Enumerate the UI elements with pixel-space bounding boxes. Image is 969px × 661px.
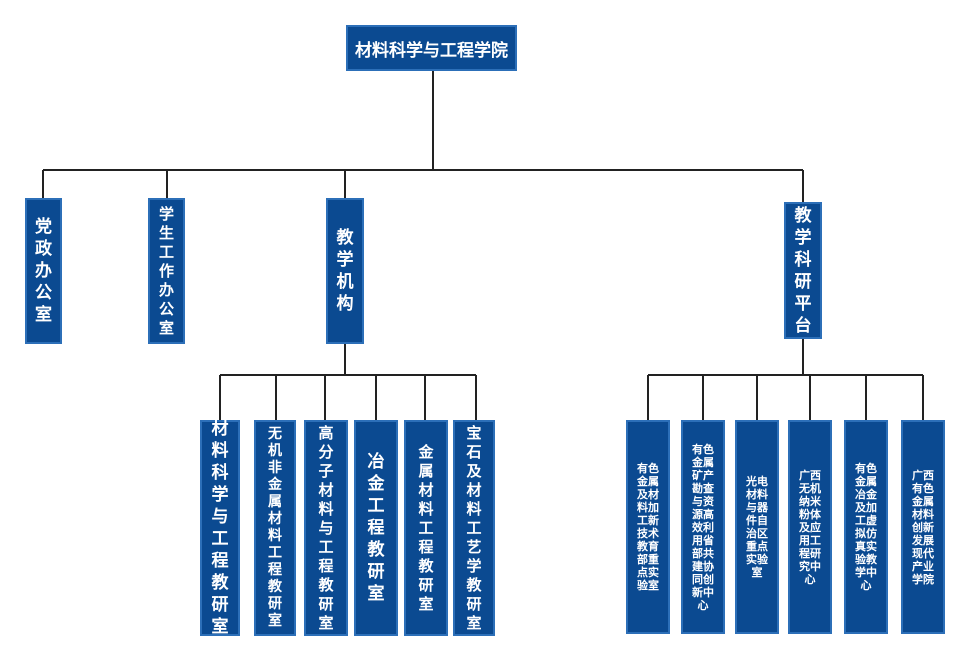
node-teaching-unit: 宝石及材料工艺学教研室 xyxy=(453,420,495,636)
node-label: 教学机构 xyxy=(336,228,354,314)
node-label: 广西无机纳米粉体及应用工程研究中心 xyxy=(799,468,821,586)
node-teaching-unit: 无机非金属材料工程教研室 xyxy=(254,420,296,636)
node-teaching-unit: 材料科学与工程教研室 xyxy=(200,419,240,637)
node-label: 材料科学与工程教研室 xyxy=(211,419,229,637)
node-research-unit: 广西无机纳米粉体及应用工程研究中心 xyxy=(788,420,832,634)
node-teaching-unit: 金属材料工程教研室 xyxy=(404,420,448,636)
node-label: 金属材料工程教研室 xyxy=(418,442,434,613)
node-research: 教学科研平台 xyxy=(784,202,822,339)
node-label: 无机非金属材料工程教研室 xyxy=(267,426,282,629)
node-label: 有色金属及材料加工新技术教育部重点实验室 xyxy=(637,462,659,592)
node-teaching: 教学机构 xyxy=(326,198,364,344)
node-party-office: 党政办公室 xyxy=(25,198,62,344)
node-label: 党政办公室 xyxy=(35,217,52,325)
node-label: 宝石及材料工艺学教研室 xyxy=(466,423,482,632)
node-label: 光电材料与器件自治区重点实验室 xyxy=(746,475,768,579)
node-root: 材料科学与工程学院 xyxy=(346,25,517,71)
node-teaching-unit: 高分子材料与工程教研室 xyxy=(304,420,348,636)
node-label: 有色金属矿产勘查与资源高效利用省部共建协同创新中心 xyxy=(692,442,714,612)
node-label: 教学科研平台 xyxy=(794,205,812,336)
node-root-label: 材料科学与工程学院 xyxy=(355,40,508,61)
node-label: 有色金属冶金及加工虚拟仿真实验教学中心 xyxy=(855,462,877,592)
node-research-unit: 光电材料与器件自治区重点实验室 xyxy=(735,420,779,634)
node-research-unit: 有色金属矿产勘查与资源高效利用省部共建协同创新中心 xyxy=(681,420,725,634)
node-label: 冶金工程教研室 xyxy=(367,452,385,604)
node-label: 广西有色金属材料创新发展现代产业学院 xyxy=(912,468,934,586)
node-label: 高分子材料与工程教研室 xyxy=(318,423,334,632)
node-research-unit: 广西有色金属材料创新发展现代产业学院 xyxy=(901,420,945,634)
node-label: 学生工作办公室 xyxy=(158,204,174,337)
node-student-office: 学生工作办公室 xyxy=(148,198,185,344)
node-research-unit: 有色金属冶金及加工虚拟仿真实验教学中心 xyxy=(844,420,888,634)
node-research-unit: 有色金属及材料加工新技术教育部重点实验室 xyxy=(626,420,670,634)
node-teaching-unit: 冶金工程教研室 xyxy=(354,420,398,636)
